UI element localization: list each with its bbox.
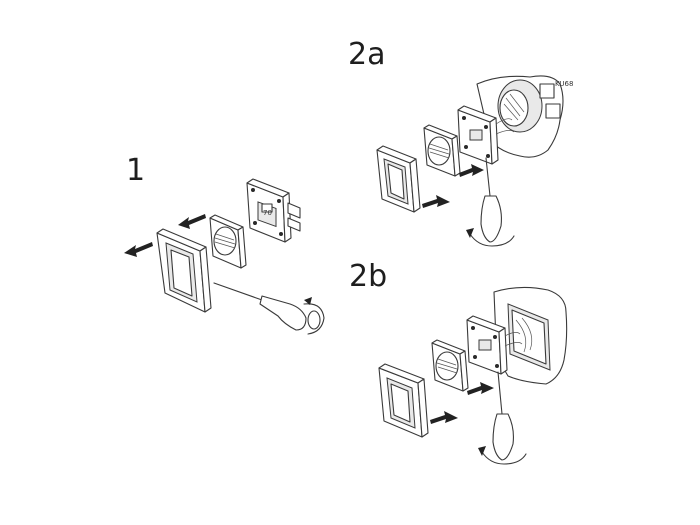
- step-1-label: 1: [126, 153, 146, 188]
- arrow-right-icon: [430, 411, 458, 424]
- step-2a-label: 2a: [348, 37, 386, 72]
- cover-frame-icon: [378, 363, 429, 438]
- step-2b-group: [378, 286, 568, 465]
- rotary-knob-insert-icon: [431, 339, 469, 392]
- svg-text:70: 70: [263, 209, 272, 217]
- rotary-knob-insert-icon: [209, 214, 247, 269]
- arrow-left-icon: [124, 242, 153, 257]
- arrow-right-icon: [459, 164, 484, 177]
- cover-frame-icon: [376, 145, 421, 213]
- dimmer-module-icon: [466, 315, 523, 375]
- step-1-group: 70: [124, 178, 325, 335]
- cover-frame-icon: [156, 228, 212, 313]
- screwdriver-icon: [466, 157, 515, 247]
- dimmer-module-icon: [457, 105, 515, 165]
- arrow-right-icon: [422, 195, 450, 208]
- rotary-knob-insert-icon: [423, 124, 461, 177]
- arrow-left-icon: [178, 214, 206, 229]
- step-2b-label: 2b: [349, 259, 388, 294]
- arrow-right-icon: [467, 382, 494, 395]
- screwdriver-icon: [213, 282, 325, 335]
- dimmer-module-icon: 70: [246, 178, 301, 243]
- step-2a-group: KU68: [376, 75, 573, 247]
- screwdriver-icon: [478, 371, 527, 465]
- flush-box-label: KU68: [555, 80, 573, 88]
